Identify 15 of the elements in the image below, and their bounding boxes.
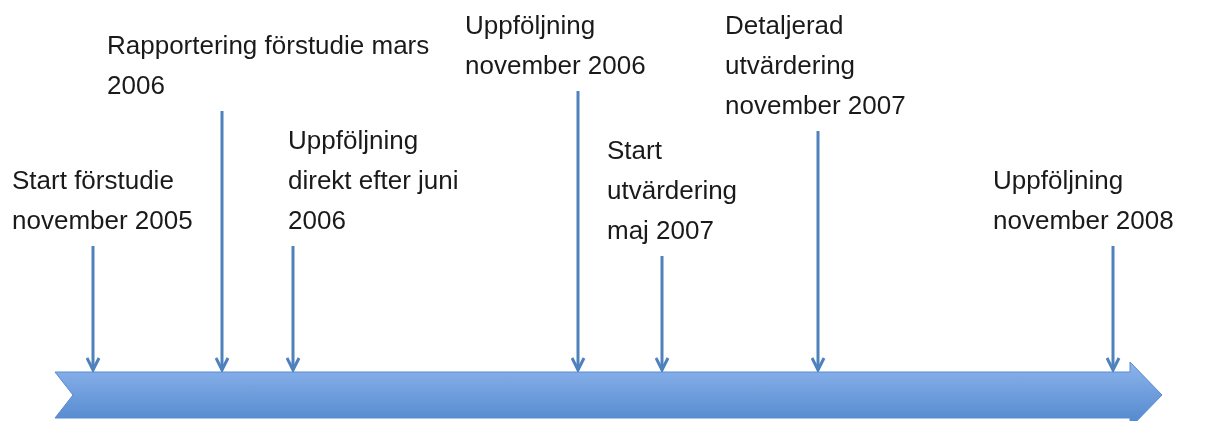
arrow (654, 256, 670, 372)
milestone-label: Start utvärdering maj 2007 (607, 130, 782, 250)
arrow (570, 91, 586, 372)
timeline-arrow (54, 361, 1163, 421)
arrow (214, 111, 230, 372)
arrow (285, 246, 301, 372)
milestone-label: Uppföljning november 2006 (465, 5, 705, 85)
milestone-label: Start förstudie november 2005 (12, 160, 227, 240)
milestone-label: Rapportering förstudie mars 2006 (107, 25, 447, 105)
milestone-label: Uppföljning direkt efter juni 2006 (288, 120, 468, 240)
milestone-label: Detaljerad utvärdering november 2007 (725, 5, 965, 125)
arrow (810, 131, 826, 372)
milestone-label: Uppföljning november 2008 (993, 160, 1221, 240)
arrow (1105, 246, 1121, 372)
arrow (85, 246, 101, 372)
